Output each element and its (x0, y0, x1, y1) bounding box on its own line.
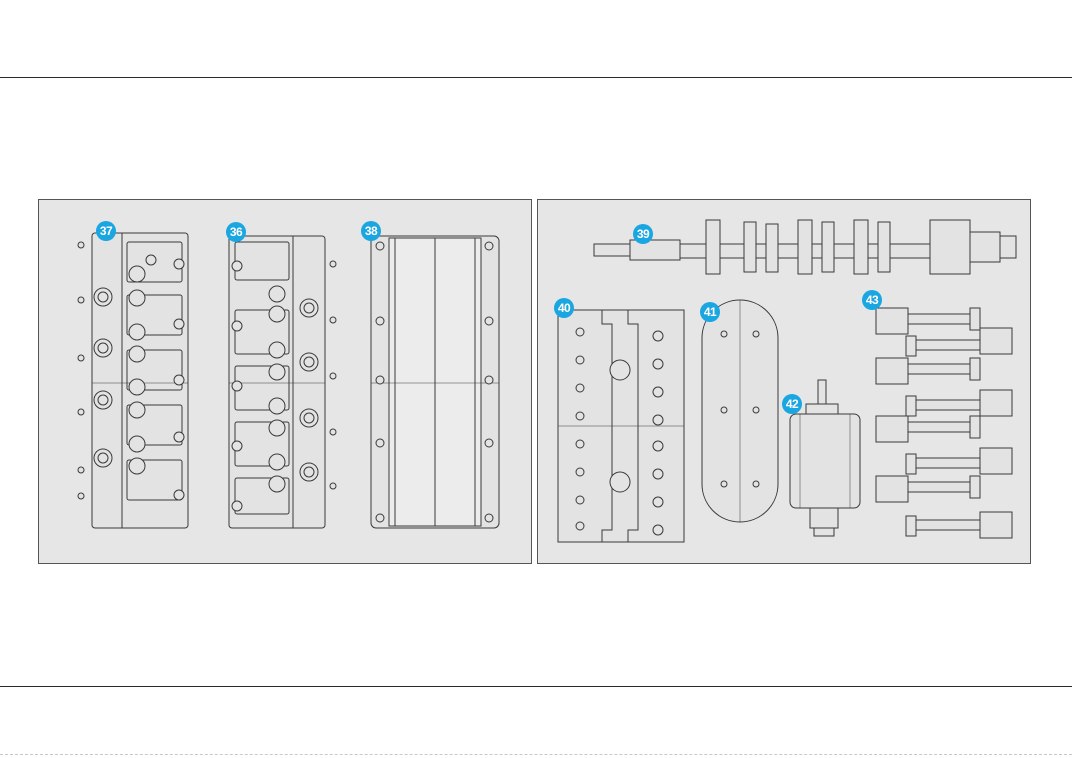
block-plate-40 (558, 310, 684, 542)
callout-40-badge: 40 (554, 298, 574, 318)
valve-cover-38 (371, 236, 499, 528)
engine-internals-panel: 39 40 41 42 43 (537, 199, 1031, 564)
callout-37-badge: 37 (96, 221, 116, 241)
crankshaft-39 (594, 220, 1016, 274)
cylinder-heads-panel: 37 36 38 (38, 199, 532, 564)
callout-43-badge: 43 (862, 290, 882, 310)
footer-rule (0, 686, 1072, 687)
footer-dashed-line (0, 754, 1072, 755)
callout-38-badge: 38 (361, 221, 381, 241)
oval-cover-41 (702, 300, 778, 522)
callout-42-badge: 42 (782, 394, 802, 414)
header-rule (0, 77, 1072, 78)
cylinder-head-36 (229, 236, 336, 528)
callout-36-badge: 36 (226, 222, 246, 242)
pistons-43 (876, 308, 1012, 538)
cylinder-head-37 (78, 233, 188, 528)
callout-39-badge: 39 (633, 224, 653, 244)
callout-41-badge: 41 (700, 302, 720, 322)
